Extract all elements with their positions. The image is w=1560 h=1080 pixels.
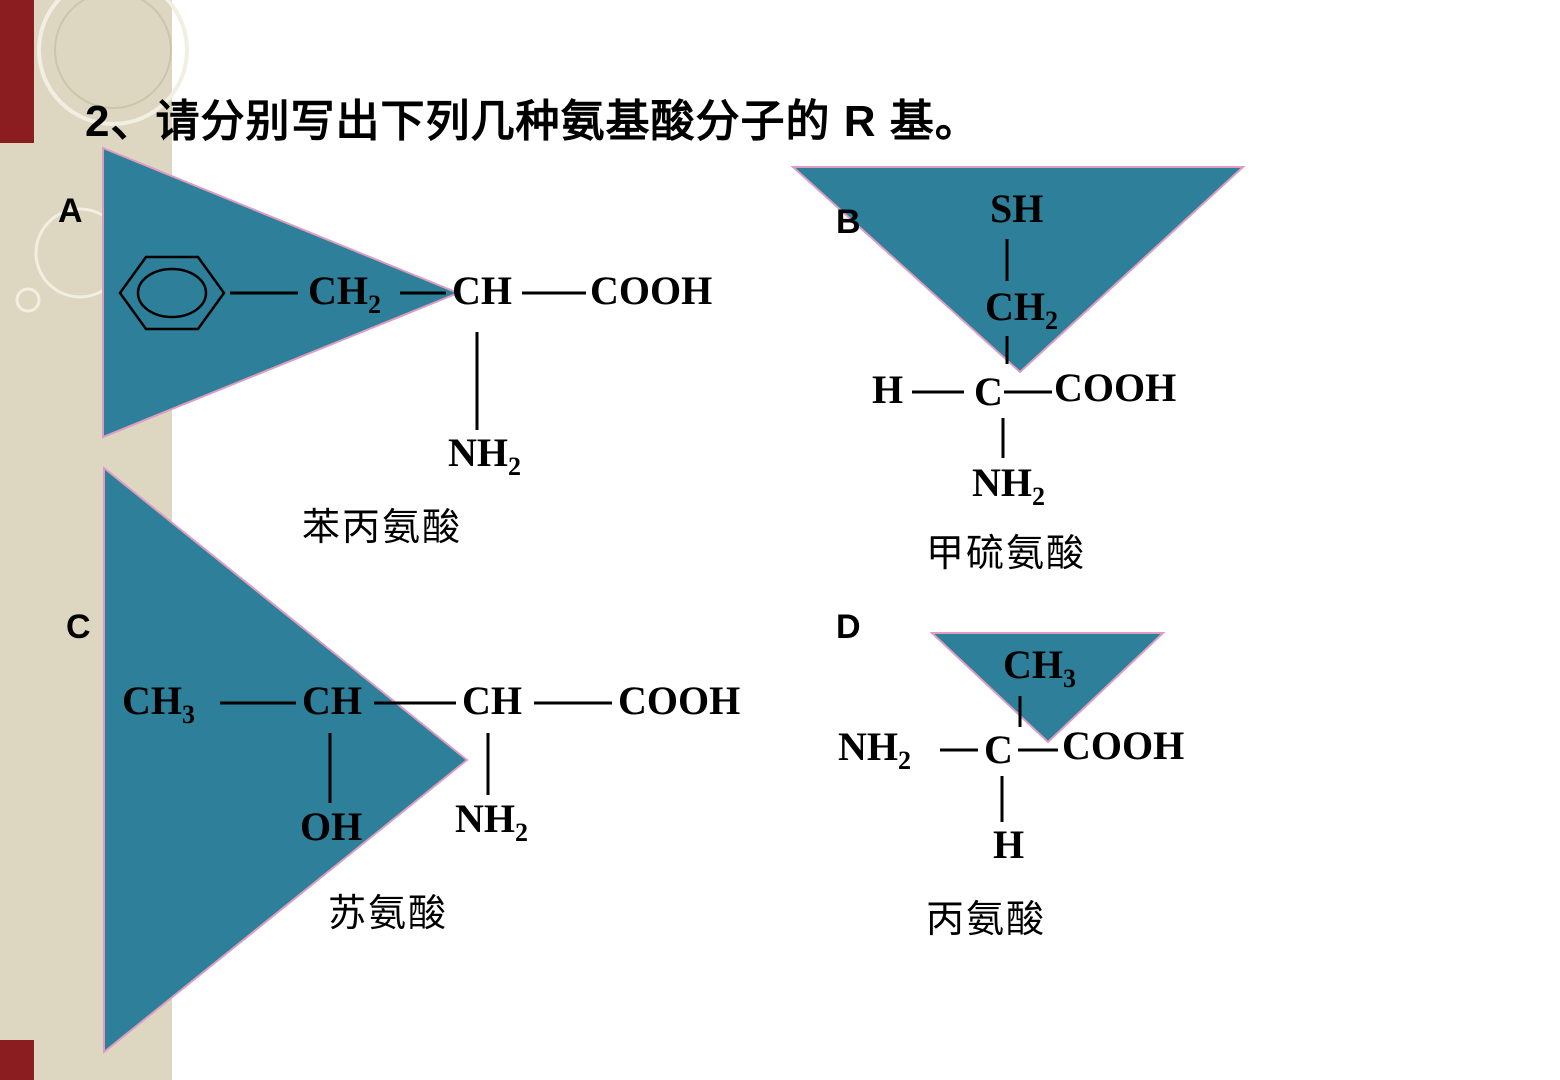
section-label-d: D	[836, 608, 861, 646]
formula-a-ch2: CH2	[308, 268, 381, 319]
formula-c-nh2: NH2	[455, 796, 528, 847]
formula-subscript: 2	[368, 290, 381, 319]
formula-text: NH	[455, 796, 515, 841]
formula-text: CH	[302, 678, 362, 723]
formula-c-ch2: CH	[462, 680, 522, 722]
formula-b-nh2: NH2	[972, 460, 1045, 511]
formula-d-nh2: NH2	[838, 724, 911, 775]
formula-text: C	[974, 369, 1003, 414]
formula-b-c: C	[974, 371, 1003, 413]
formula-text: COOH	[1062, 723, 1185, 768]
formula-a-ch: CH	[452, 270, 512, 312]
formula-subscript: 2	[515, 818, 528, 847]
formula-text: CH	[122, 678, 182, 723]
section-label-b: B	[836, 203, 861, 241]
amino-acid-name-c: 苏氨酸	[328, 893, 449, 935]
formula-subscript: 2	[898, 746, 911, 775]
formula-a-nh2: NH2	[448, 430, 521, 481]
formula-text: H	[993, 822, 1025, 867]
formula-text: CH	[308, 268, 368, 313]
formula-a-cooh: COOH	[590, 270, 712, 312]
formula-c-ch1: CH	[302, 680, 362, 722]
formula-text: NH	[448, 430, 508, 475]
formula-d-c: C	[984, 729, 1013, 771]
formula-text: CH	[452, 268, 512, 313]
formula-text: CH	[1003, 642, 1063, 687]
formula-text: H	[872, 367, 904, 412]
formula-c-oh: OH	[300, 806, 362, 848]
formula-subscript: 2	[1045, 306, 1058, 335]
formula-text: CH	[462, 678, 522, 723]
formula-text: OH	[300, 804, 363, 849]
formula-text: NH	[972, 460, 1032, 505]
formula-text: SH	[990, 186, 1044, 231]
formula-text: COOH	[1054, 365, 1177, 410]
formula-text: COOH	[590, 268, 713, 313]
formula-d-h: H	[993, 824, 1024, 866]
formula-c-cooh: COOH	[618, 680, 740, 722]
formula-text: CH	[985, 284, 1045, 329]
slide-title: 2、请分别写出下列几种氨基酸分子的 R 基。	[85, 97, 980, 146]
sidebar-strip	[0, 0, 172, 1080]
amino-acid-name-b: 甲硫氨酸	[926, 533, 1087, 575]
formula-b-h: H	[872, 369, 903, 411]
corner-accent-bottom	[0, 1040, 34, 1080]
section-label-a: A	[58, 192, 83, 230]
amino-acid-name-d: 丙氨酸	[926, 899, 1047, 941]
formula-c-ch3: CH3	[122, 678, 195, 729]
formula-b-cooh: COOH	[1054, 367, 1176, 409]
formula-subscript: 3	[1063, 664, 1076, 693]
formula-d-ch3: CH3	[1003, 642, 1076, 693]
formula-text: COOH	[618, 678, 741, 723]
formula-b-sh: SH	[990, 188, 1043, 230]
section-label-c: C	[66, 608, 91, 646]
formula-subscript: 2	[1032, 482, 1045, 511]
formula-d-cooh: COOH	[1062, 725, 1184, 767]
amino-acid-name-a: 苯丙氨酸	[302, 507, 463, 549]
formula-b-ch2: CH2	[985, 284, 1058, 335]
formula-text: NH	[838, 724, 898, 769]
corner-accent-top	[0, 0, 34, 143]
formula-text: C	[984, 727, 1013, 772]
formula-subscript: 3	[182, 700, 195, 729]
formula-subscript: 2	[508, 452, 521, 481]
